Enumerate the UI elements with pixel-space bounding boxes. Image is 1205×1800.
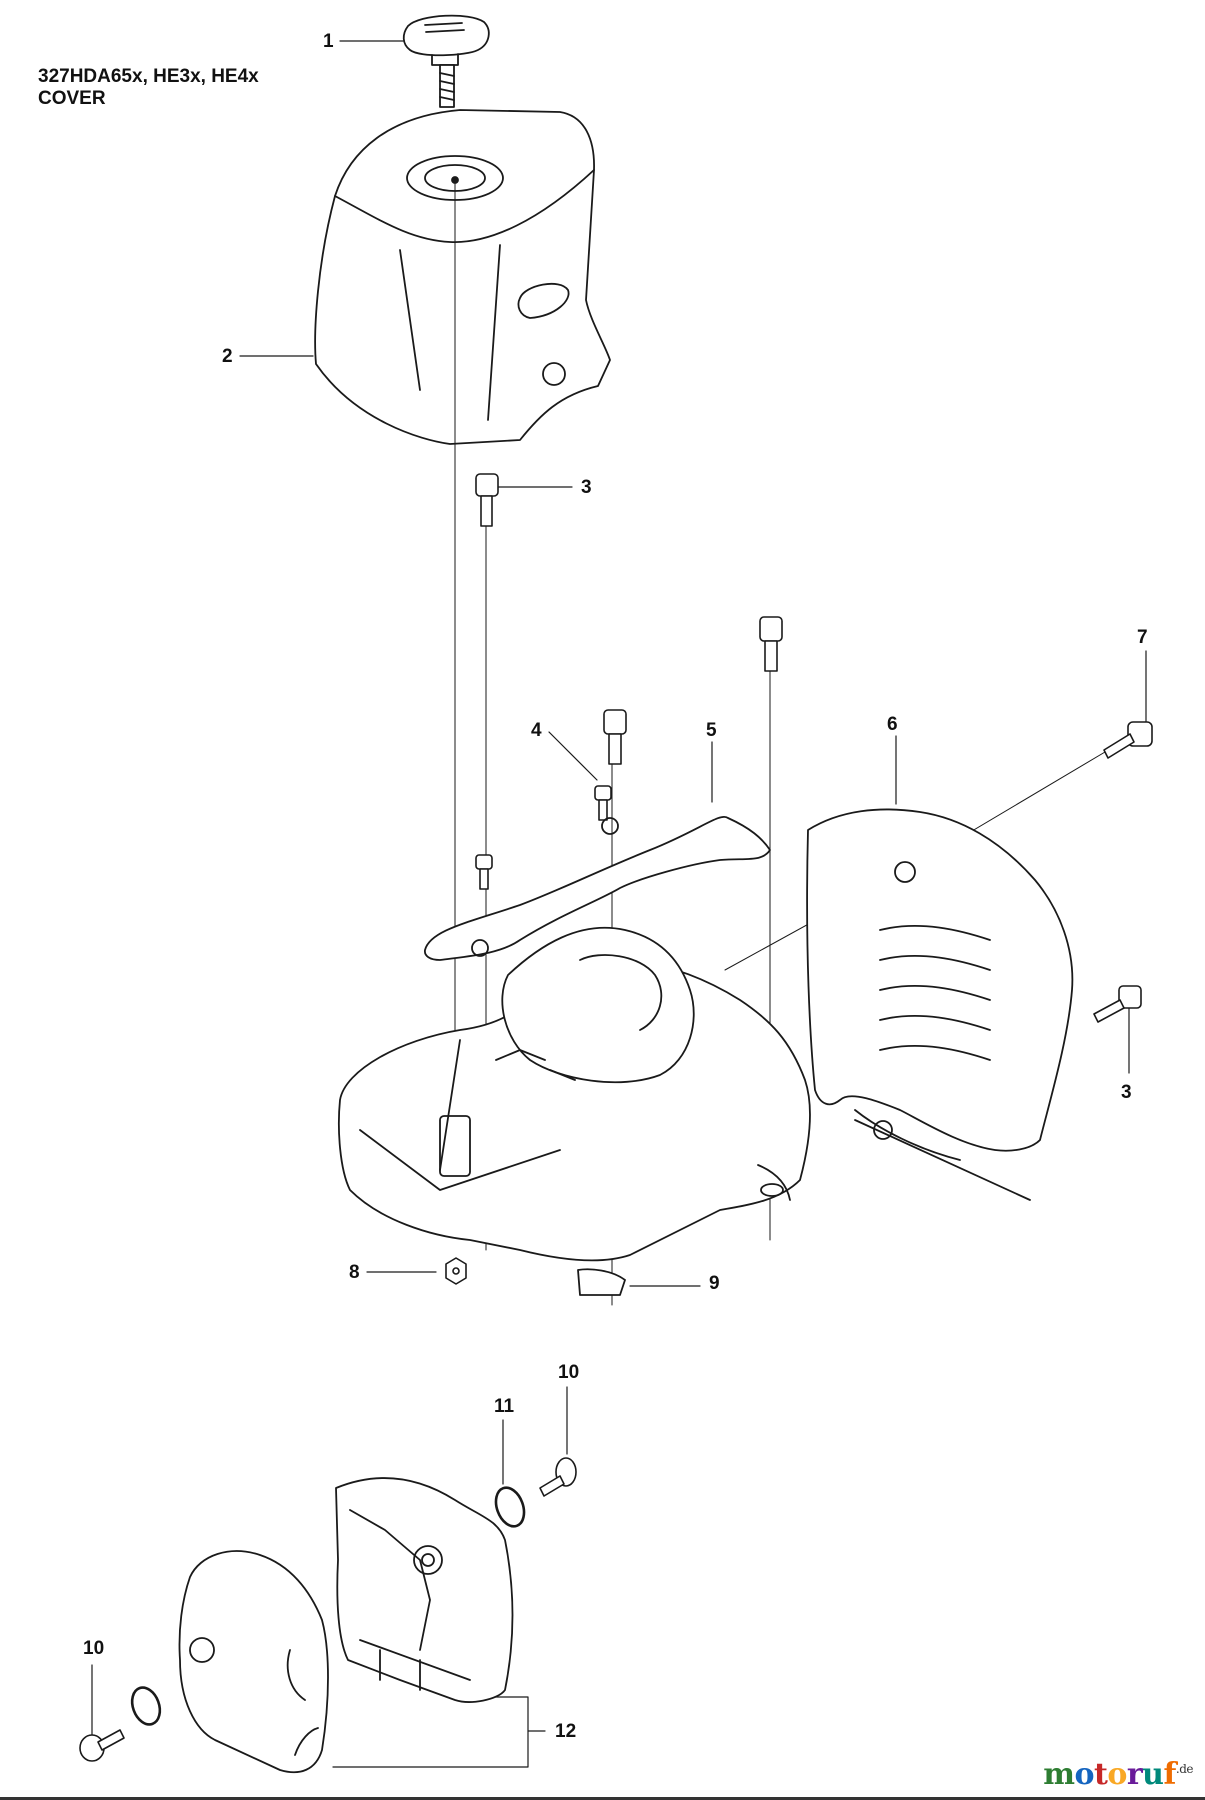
center-bolt [603,709,627,765]
part-4-screw [594,785,612,821]
main-shroud [338,926,811,1296]
callout-10-upper: 10 [558,1362,580,1383]
callout-6: 6 [887,714,898,735]
part-8-nut [445,1257,467,1285]
callout-8: 8 [349,1262,360,1283]
section-name: COVER [38,88,106,109]
part-11-oring-upper [494,1486,526,1528]
bottom-rule [0,1797,1205,1800]
callout-3-upper: 3 [581,477,592,498]
oring-lower [130,1686,162,1726]
part-12-bracket-rear [335,1477,514,1703]
diagram-title: 327HDA65x, HE3x, HE4x COVER [38,66,259,110]
callout-5: 5 [706,720,717,741]
callout-10-lower: 10 [83,1638,105,1659]
callout-1: 1 [323,31,334,52]
part-5-handle-plate [424,815,771,961]
callout-9: 9 [709,1273,720,1294]
watermark-logo: motoruf.de [1043,1757,1193,1792]
part-7-bolt [1103,721,1153,759]
part-12-bracket-front [178,1550,329,1774]
part-10-screw-upper [539,1457,577,1497]
watermark-suffix: .de [1175,1762,1194,1776]
part-2-top-cover [314,109,611,445]
part-10-screw-lower [79,1729,125,1762]
callout-2: 2 [222,346,233,367]
part-1-cap [402,14,490,108]
callout-4: 4 [531,720,542,741]
callout-7: 7 [1137,627,1148,648]
part-3-screw-right [1093,985,1142,1023]
model-line: 327HDA65x, HE3x, HE4x [38,66,259,87]
leader-lines [91,40,1147,1768]
callout-11: 11 [494,1396,515,1417]
right-bolt [759,616,783,672]
part-3-screw-small [475,854,493,890]
part-6-cylinder-cover [806,808,1074,1201]
callout-3-right: 3 [1121,1082,1132,1103]
part-3-screw-upper [475,473,499,527]
callout-12: 12 [555,1721,577,1742]
